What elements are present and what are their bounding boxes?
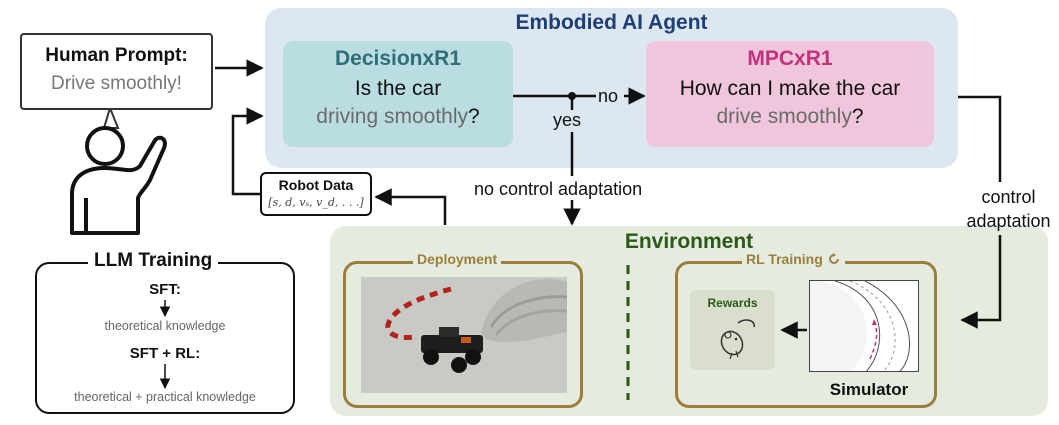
sft-rl-label: SFT + RL: (129, 345, 201, 362)
person-icon (50, 104, 180, 240)
mpc-title: MPCxR1 (747, 47, 833, 70)
simulator-view (809, 280, 919, 372)
llm-training-title: LLM Training (88, 250, 219, 272)
no-control-label: no control adaptation (474, 179, 643, 199)
rl-training-title: RL Training (742, 251, 845, 269)
robot-data-title: Robot Data (278, 177, 354, 193)
sft-label: SFT: (149, 281, 181, 298)
sft-description: theoretical knowledge (104, 319, 226, 333)
deployment-title: Deployment (413, 251, 502, 267)
human-prompt-bubble: Human Prompt: Drive smoothly! (20, 33, 213, 110)
environment-title: Environment (624, 230, 754, 253)
agent-title: Embodied AI Agent (515, 11, 708, 34)
sft-rl-description: theoretical + practical knowledge (74, 390, 256, 404)
rewards-label: Rewards (707, 296, 758, 310)
decision-title: DecisionxR1 (334, 47, 462, 70)
no-label: no (598, 86, 619, 106)
robot-data-formula: [s, d, vₛ, v_d, . . .] (268, 196, 364, 209)
mpc-question: How can I make the car drive smoothly? (646, 75, 934, 131)
robot-car-icon (421, 327, 483, 373)
decision-emphasis: driving smoothly (316, 105, 469, 128)
simulator-label: Simulator (829, 380, 909, 399)
robot-data-box: Robot Data [s, d, vₛ, v_d, . . .] (260, 172, 372, 216)
rewards-box (690, 290, 775, 370)
decision-question: Is the car driving smoothly? (283, 75, 513, 131)
human-prompt-title: Human Prompt: (45, 45, 188, 66)
mpc-emphasis: drive smoothly (716, 105, 852, 128)
mouse-icon (712, 313, 762, 363)
yes-label: yes (553, 110, 582, 130)
control-label-line2: adaptation (966, 211, 1051, 231)
deployment-photo (361, 277, 567, 393)
refresh-icon (827, 252, 841, 269)
mpc-qmark: ? (851, 105, 864, 128)
human-prompt-text: Drive smoothly! (51, 73, 182, 94)
control-adaptation-label: control adaptation (961, 185, 1056, 233)
control-label-line1: control (981, 187, 1036, 207)
rl-training-label: RL Training (746, 251, 823, 267)
mpc-box: MPCxR1 How can I make the car drive smoo… (646, 41, 934, 147)
decision-qmark: ? (468, 105, 480, 128)
mpc-line1: How can I make the car (679, 77, 901, 100)
decision-box: DecisionxR1 Is the car driving smoothly? (283, 41, 513, 147)
decision-line1: Is the car (354, 77, 442, 100)
